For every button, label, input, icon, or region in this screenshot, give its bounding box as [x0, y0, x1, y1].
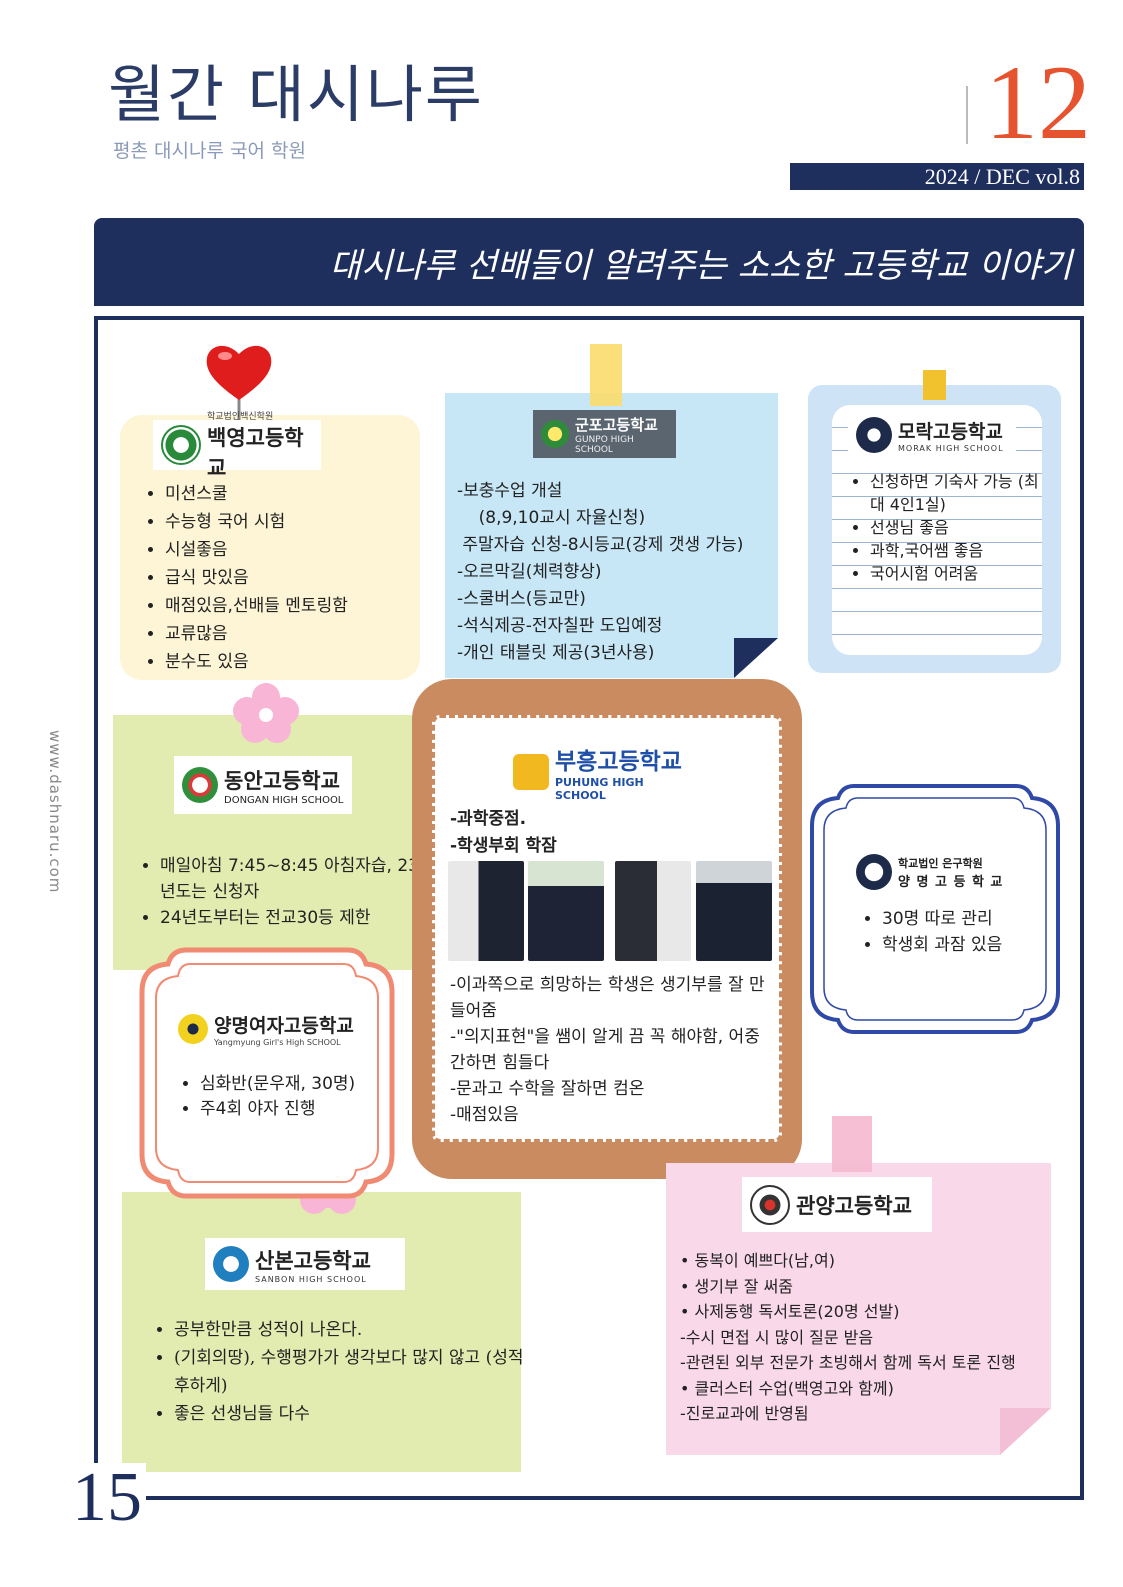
school-emblem-icon	[178, 1014, 208, 1044]
jacket-photo	[528, 861, 604, 961]
card-dongan	[113, 715, 415, 970]
school-name: 동안고등학교	[224, 768, 340, 793]
school-name-en: MORAK HIGH SCHOOL	[898, 444, 1004, 453]
school-emblem-icon	[856, 417, 892, 453]
logo-puhung: 부흥고등학교 PUHUNG HIGH SCHOOL	[505, 745, 705, 802]
school-name: 양 명 고 등 학 교	[898, 874, 1004, 890]
section-banner: 대시나루 선배들이 알려주는 소소한 고등학교 이야기	[94, 218, 1084, 306]
school-emblem-icon	[513, 754, 549, 790]
page-number: 15	[68, 1463, 146, 1533]
logo-dongan: 동안고등학교 DONGAN HIGH SCHOOL	[174, 756, 352, 814]
tape-decoration	[590, 344, 622, 406]
school-emblem-icon	[856, 854, 892, 890]
school-name-en: DONGAN HIGH SCHOOL	[224, 794, 344, 806]
issue-info-bar: 2024 / DEC vol.8	[790, 163, 1084, 190]
list-item: 신청하면 기숙사 가능 (최대 4인1실)	[870, 470, 1050, 516]
list-yangmyung-girls: 심화반(문우재, 30명) 주4회 야자 진행	[178, 1072, 400, 1122]
school-emblem-icon	[750, 1184, 790, 1225]
school-name: 부흥고등학교	[555, 749, 682, 775]
school-name: 모락고등학교	[898, 421, 1003, 443]
list-item: 30명 따로 관리	[882, 906, 1062, 932]
list-item: 시설좋음	[165, 536, 435, 564]
list-item: 수능형 국어 시험	[165, 508, 435, 536]
list-item: 선생님 좋음	[870, 516, 1050, 539]
list-eungu: 30명 따로 관리 학생회 과잠 있음	[860, 906, 1062, 958]
list-item: 매점있음,선배들 멘토링함	[165, 592, 435, 620]
school-name-en: SANBON HIGH SCHOOL	[255, 1274, 367, 1284]
school-org: 학교법인백신학원	[207, 411, 274, 422]
list-item: 매일아침 7:45~8:45 아침자습, 23년도는 신청자	[160, 853, 420, 905]
logo-eungu: 학교법인 은구학원 양 명 고 등 학 교	[848, 850, 1018, 894]
school-name: 양명여자고등학교	[214, 1015, 354, 1037]
scallop-frame	[810, 784, 1060, 1034]
logo-morak: 모락고등학교 MORAK HIGH SCHOOL	[848, 410, 1016, 460]
list-item: 급식 맛있음	[165, 564, 435, 592]
jacket-photo	[448, 861, 524, 961]
flower-icon	[233, 683, 299, 743]
header-divider	[966, 86, 968, 144]
notes-gunpo: -보충수업 개설 (8,9,10교시 자율신청) 주말자습 신청-8시등교(강제…	[457, 481, 744, 663]
notes-puhung-top: -과학중점. -학생부회 학잠	[450, 809, 557, 856]
jacket-photo	[696, 861, 772, 961]
list-sanbon: 공부한만큼 성적이 나온다. (기회의땅), 수행평가가 생각보다 많지 않고 …	[152, 1316, 529, 1428]
logo-gwanyang: 관양고등학교	[742, 1177, 932, 1232]
list-dongan: 매일아침 7:45~8:45 아침자습, 23년도는 신청자 24년도부터는 전…	[138, 853, 420, 931]
folded-corner	[1000, 1408, 1051, 1455]
list-item: 24년도부터는 전교30등 제한	[160, 905, 420, 931]
list-item: 교류많음	[165, 620, 435, 648]
list-baekyoung: 미션스쿨 수능형 국어 시험 시설좋음 급식 맛있음 매점있음,선배들 멘토링함…	[143, 480, 435, 676]
school-emblem-icon	[213, 1246, 249, 1282]
school-name: 백영고등학교	[207, 425, 304, 480]
list-morak: 신청하면 기숙사 가능 (최대 4인1실) 선생님 좋음 과학,국어쌤 좋음 국…	[848, 470, 1050, 585]
logo-sanbon: 산본고등학교 SANBON HIGH SCHOOL	[205, 1238, 405, 1290]
school-emblem-icon	[541, 420, 569, 448]
tape-decoration	[832, 1116, 872, 1172]
website-url: www.dashnaru.com	[46, 730, 64, 894]
school-name-en: PUHUNG HIGH SCHOOL	[555, 776, 644, 802]
school-name: 산본고등학교	[255, 1248, 371, 1273]
logo-yangmyung-girls: 양명여자고등학교 Yangmyung Girl's High SCHOOL	[170, 1005, 362, 1053]
school-name-en: Yangmyung Girl's High SCHOOL	[214, 1038, 341, 1047]
list-item: 학생회 과잠 있음	[882, 932, 1062, 958]
logo-gunpo: 군포고등학교 GUNPO HIGH SCHOOL	[533, 410, 676, 458]
notes-gwanyang: • 동복이 예쁘다(남,여) • 생기부 잘 써줌 • 사제동행 독서토론(20…	[680, 1251, 1016, 1423]
magazine-subtitle: 평촌 대시나루 국어 학원	[113, 140, 306, 162]
school-org: 학교법인 은구학원	[898, 856, 983, 870]
list-item: (기회의땅), 수행평가가 생각보다 많지 않고 (성적 후하게)	[174, 1344, 529, 1400]
jacket-photo	[615, 861, 691, 961]
school-emblem-icon	[161, 425, 201, 465]
issue-month-number: 12	[985, 44, 1091, 161]
magazine-title: 월간 대시나루	[108, 58, 484, 131]
list-item: 미션스쿨	[165, 480, 435, 508]
school-name: 군포고등학교	[575, 415, 658, 434]
content-frame	[94, 316, 1084, 1500]
tape-decoration	[923, 370, 946, 400]
school-name: 관양고등학교	[796, 1193, 912, 1218]
list-item: 좋은 선생님들 다수	[174, 1400, 529, 1428]
list-item: 과학,국어쌤 좋음	[870, 539, 1050, 562]
list-item: 심화반(문우재, 30명)	[200, 1072, 400, 1097]
logo-baekyoung: 학교법인백신학원 백영고등학교	[153, 412, 321, 480]
school-name-en: GUNPO HIGH SCHOOL	[575, 434, 634, 455]
list-item: 공부한만큼 성적이 나온다.	[174, 1316, 529, 1344]
list-item: 분수도 있음	[165, 648, 435, 676]
list-item: 주4회 야자 진행	[200, 1097, 400, 1122]
school-emblem-icon	[182, 767, 218, 803]
notes-puhung-bottom: -이과쪽으로 희망하는 학생은 생기부를 잘 만들어줌 -"의지표현"을 쌤이 …	[450, 975, 765, 1125]
list-item: 국어시험 어려움	[870, 562, 1050, 585]
folded-corner	[734, 638, 778, 678]
